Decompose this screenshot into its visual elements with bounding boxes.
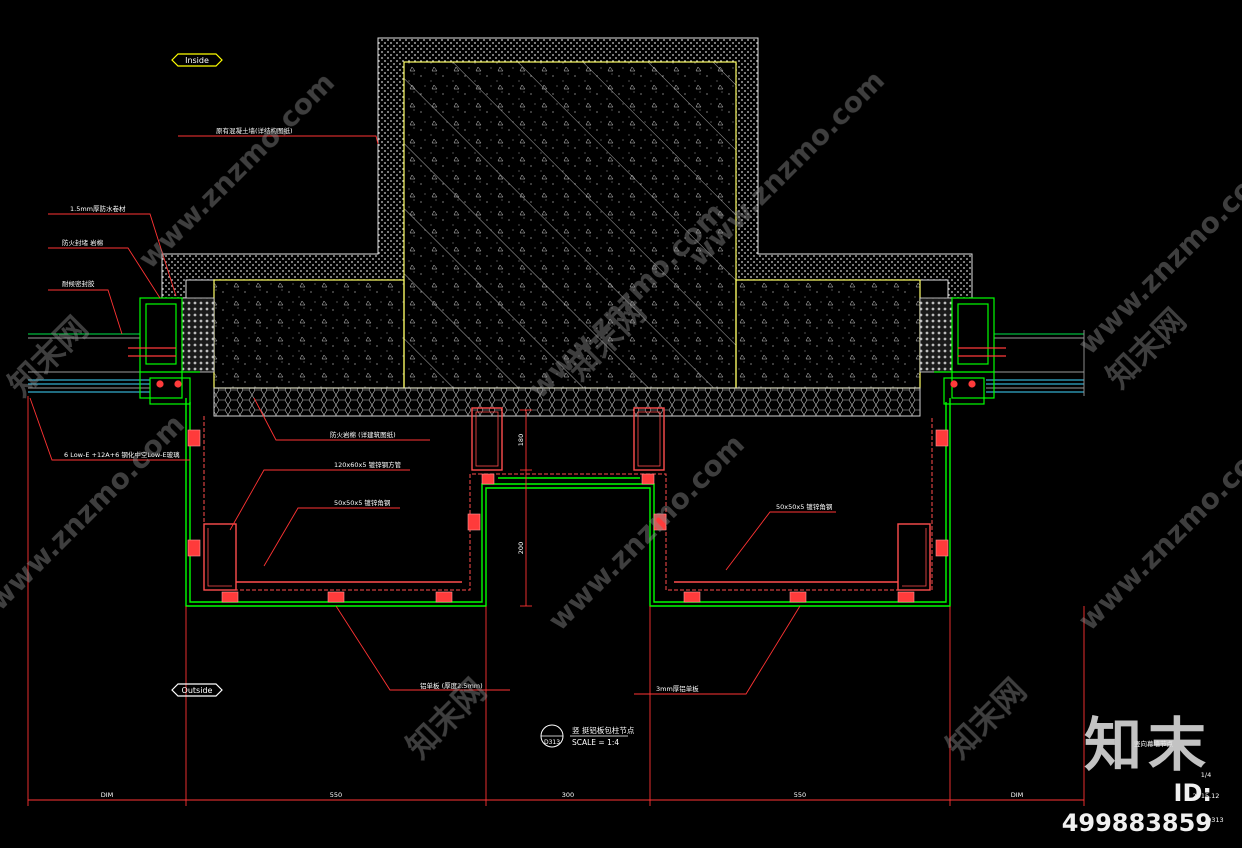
- mullion-right: [934, 297, 1006, 405]
- bubble-bottom: D313: [544, 739, 560, 746]
- dim-right-scale: 1/4: [1201, 771, 1211, 779]
- insul-pad-left: [181, 297, 215, 373]
- label-cladding: 3mm厚铝单板: [656, 684, 699, 693]
- brand-logo-text: 知末: [1083, 711, 1212, 779]
- section-title: D313 竖 挺铝板包柱节点 SCALE = 1:4: [540, 724, 635, 748]
- label-angle-left: 50x50x5 镀锌角钢: [334, 498, 391, 507]
- label-fill-material: 防火岩棉 (详建筑图纸): [330, 430, 396, 439]
- dim-right-code: D313: [1206, 816, 1223, 824]
- svg-text:Inside: Inside: [185, 56, 209, 65]
- asset-id: ID: 499883859: [1061, 779, 1212, 837]
- steel-tube-left: [471, 407, 503, 471]
- angle-left: [203, 523, 237, 591]
- dim-vertical-200: 200: [517, 542, 525, 554]
- dim-right: DIM: [1011, 791, 1024, 799]
- dimension-text: DIM 550 300 550 DIM 180 200 1/4 2015.12 …: [101, 434, 1224, 824]
- dim-left: DIM: [101, 791, 114, 799]
- structural-column: [161, 37, 973, 417]
- fasteners: [187, 429, 949, 603]
- label-glass: 6 Low-E +12A+6 钢化中空Low-E玻璃: [64, 450, 180, 459]
- label-membrane: 1.5mm厚防水卷材: [70, 204, 126, 213]
- svg-text:知末网: 知末网: [939, 671, 1034, 766]
- tag-outside: Outside: [171, 683, 223, 697]
- svg-text:www.znzmo.com: www.znzmo.com: [0, 408, 191, 617]
- section-title-text: 竖 挺铝板包柱节点: [572, 725, 635, 735]
- label-alu-panel: 铝单板 (厚度2.5mm): [420, 681, 483, 690]
- dim-550-right: 550: [794, 791, 806, 799]
- dim-right-date: 2015.12: [1193, 792, 1220, 800]
- label-sealant-left: 耐候密封胶: [62, 279, 95, 288]
- dimension-lines: [27, 330, 1085, 806]
- label-fire-sealant: 防火封堵 岩棉: [62, 238, 104, 247]
- svg-text:www.znzmo.com: www.znzmo.com: [132, 66, 341, 275]
- brand-logo: 知末 ID: 499883859: [1022, 711, 1212, 837]
- steel-tube-right: [633, 407, 665, 471]
- svg-text:Outside: Outside: [182, 686, 213, 695]
- callout-labels: 原有混凝土墙(详结构图纸) 1.5mm厚防水卷材 防火封堵 岩棉 耐候密封胶 6…: [62, 126, 1174, 748]
- svg-text:知末网: 知末网: [1, 309, 96, 404]
- curtain-wall-lines: [28, 333, 1084, 393]
- insulation-strip: [213, 387, 921, 417]
- infill-right: [735, 279, 921, 389]
- cladding-liner: [203, 416, 933, 591]
- infill-left: [213, 279, 405, 389]
- dim-vertical-180: 180: [517, 434, 525, 446]
- section-scale: SCALE = 1:4: [572, 738, 619, 747]
- svg-text:www.znzmo.com: www.znzmo.com: [1072, 428, 1242, 637]
- tag-inside: Inside: [171, 53, 223, 67]
- label-steel-tube: 120x60x5 镀锌钢方管: [334, 460, 402, 469]
- leader-lines: [29, 135, 836, 695]
- mullion-left: [128, 297, 200, 405]
- dim-300: 300: [562, 791, 574, 799]
- insul-pad-right: [919, 297, 953, 373]
- label-structural-wall: 原有混凝土墙(详结构图纸): [216, 126, 293, 135]
- dim-550-left: 550: [330, 791, 342, 799]
- steel-members: [203, 407, 931, 591]
- angle-right: [897, 523, 931, 591]
- label-right-note: 竖向幕墙节点: [1134, 739, 1174, 748]
- cladding-outer: [185, 398, 951, 607]
- label-angle-right: 50x50x5 镀锌角钢: [776, 502, 833, 511]
